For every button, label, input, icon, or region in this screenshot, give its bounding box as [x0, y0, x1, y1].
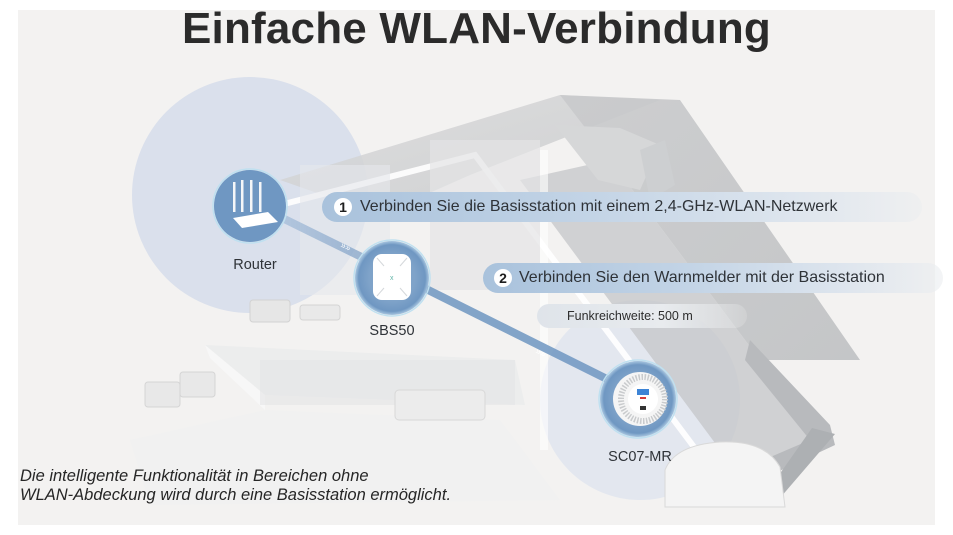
base-station-label: SBS50: [369, 323, 415, 339]
base-station-icon: [373, 254, 411, 300]
page-title: Einfache WLAN-Verbindung: [181, 4, 772, 53]
step-2-banner: 2 Verbinden Sie den Warnmelder mit der B…: [483, 263, 943, 293]
svg-text:»»: »»: [339, 240, 352, 253]
caption-line-1: Die intelligente Funktionalität in Berei…: [20, 467, 369, 485]
range-badge: Funkreichweite: 500 m: [537, 304, 747, 328]
step-1-text: Verbinden Sie die Basisstation mit einem…: [360, 198, 838, 215]
caption-line-2: WLAN-Abdeckung wird durch eine Basisstat…: [20, 486, 452, 504]
detector-link: [390, 268, 637, 397]
router-icon: [233, 182, 236, 212]
caption: Die intelligente Funktionalität in Berei…: [20, 467, 451, 505]
svg-text:x: x: [390, 275, 394, 282]
step-1-banner: 1 Verbinden Sie die Basisstation mit ein…: [322, 192, 922, 222]
range-text: Funkreichweite: 500 m: [567, 309, 693, 323]
step-1-number: 1: [334, 198, 352, 216]
svg-text:»»: »»: [534, 346, 547, 359]
base-station-node: x: [353, 239, 431, 317]
detector-node: [598, 359, 678, 439]
router-node: [212, 168, 288, 244]
router-label: Router: [233, 257, 277, 273]
detector-label: SC07-MR: [608, 449, 672, 465]
step-2-text: Verbinden Sie den Warnmelder mit der Bas…: [519, 269, 885, 286]
step-2-number: 2: [494, 269, 512, 287]
